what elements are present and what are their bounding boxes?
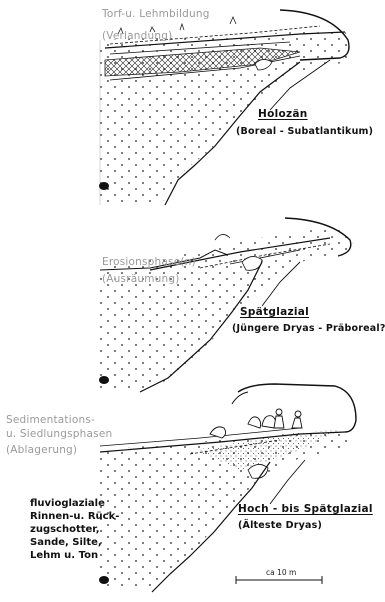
top-period-title: Holozän xyxy=(258,108,308,120)
legend-line-4: Sande, Silte, xyxy=(30,536,102,549)
bottom-process-label-1: Sedimentations- xyxy=(6,414,95,427)
scale-bar-label: ca 10 m xyxy=(266,568,296,577)
panel-bottom-section xyxy=(99,384,356,592)
top-process-label-2: (Verlandung) xyxy=(102,30,172,43)
legend-line-3: zugschotter, xyxy=(30,523,100,536)
legend-line-2: Rinnen-u. Rück- xyxy=(30,510,119,523)
middle-process-label-2: (Ausräumung) xyxy=(102,273,180,286)
bottom-process-label-2: u. Siedlungsphasen xyxy=(6,428,112,441)
legend-line-1: fluvioglaziale xyxy=(30,497,105,510)
middle-period-title: Spätglazial xyxy=(240,306,309,318)
middle-process-label-1: Erosionsphase(n) xyxy=(102,256,196,269)
bottom-period-title: Hoch - bis Spätglazial xyxy=(238,503,373,515)
bottom-subperiod: (Älteste Dryas) xyxy=(238,520,322,531)
top-process-label-1: Torf-u. Lehmbildung xyxy=(102,8,210,21)
legend-line-5: Lehm u. Ton xyxy=(30,549,98,562)
panel-middle-section xyxy=(99,218,355,392)
bottom-process-label-3: (Ablagerung) xyxy=(6,444,77,457)
middle-subperiod: (Jüngere Dryas - Präboreal?) xyxy=(232,323,385,334)
scale-bar-line xyxy=(236,576,322,584)
human-figures xyxy=(210,409,302,438)
top-subperiod: (Boreal - Subatlantikum) xyxy=(236,126,373,137)
